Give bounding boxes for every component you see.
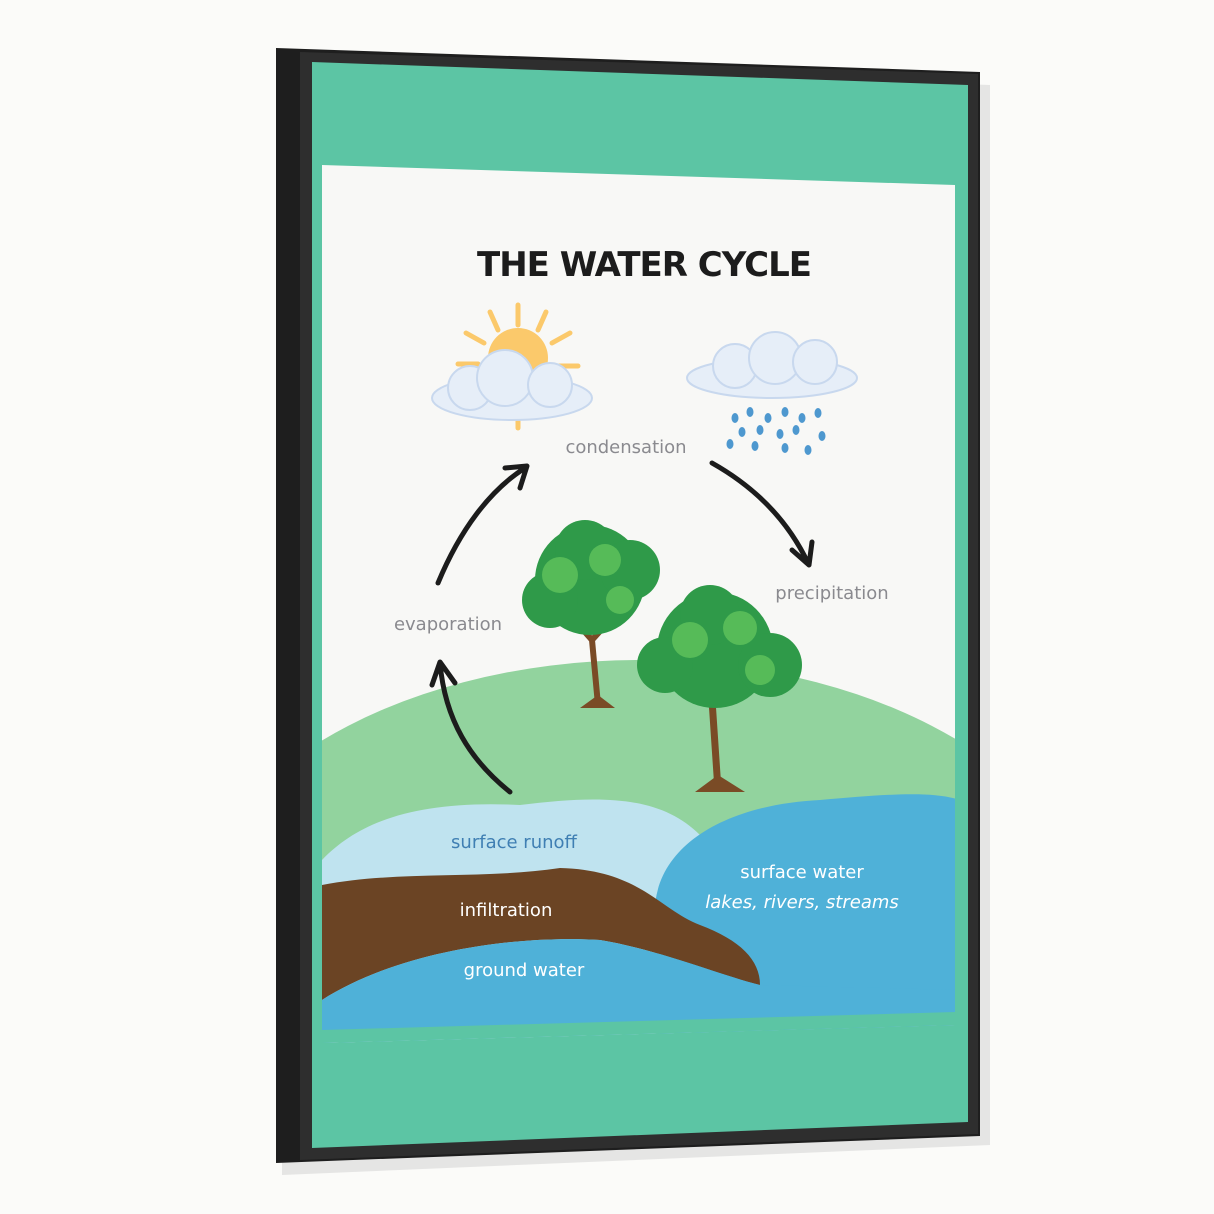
tree-icon [522,520,660,708]
poster-title: THE WATER CYCLE [477,245,811,285]
label-surface-runoff: surface runoff [451,832,577,853]
label-condensation: condensation [565,437,686,458]
label-infiltration: infiltration [460,900,553,921]
label-surface-water-examples: lakes, rivers, streams [705,892,899,913]
label-ground-water: ground water [464,960,585,981]
arrow-evaporation-up [435,463,530,586]
arrow-precipitation-down [709,460,815,568]
label-evaporation: evaporation [394,614,502,635]
label-surface-water: surface water [740,862,864,883]
arrow-runoff-up [429,659,513,795]
infiltration-soil [322,868,760,1000]
rain-cloud-icon [686,331,858,455]
cloud-icon [431,349,593,421]
label-precipitation: precipitation [775,583,888,604]
tree-icon [637,585,802,792]
